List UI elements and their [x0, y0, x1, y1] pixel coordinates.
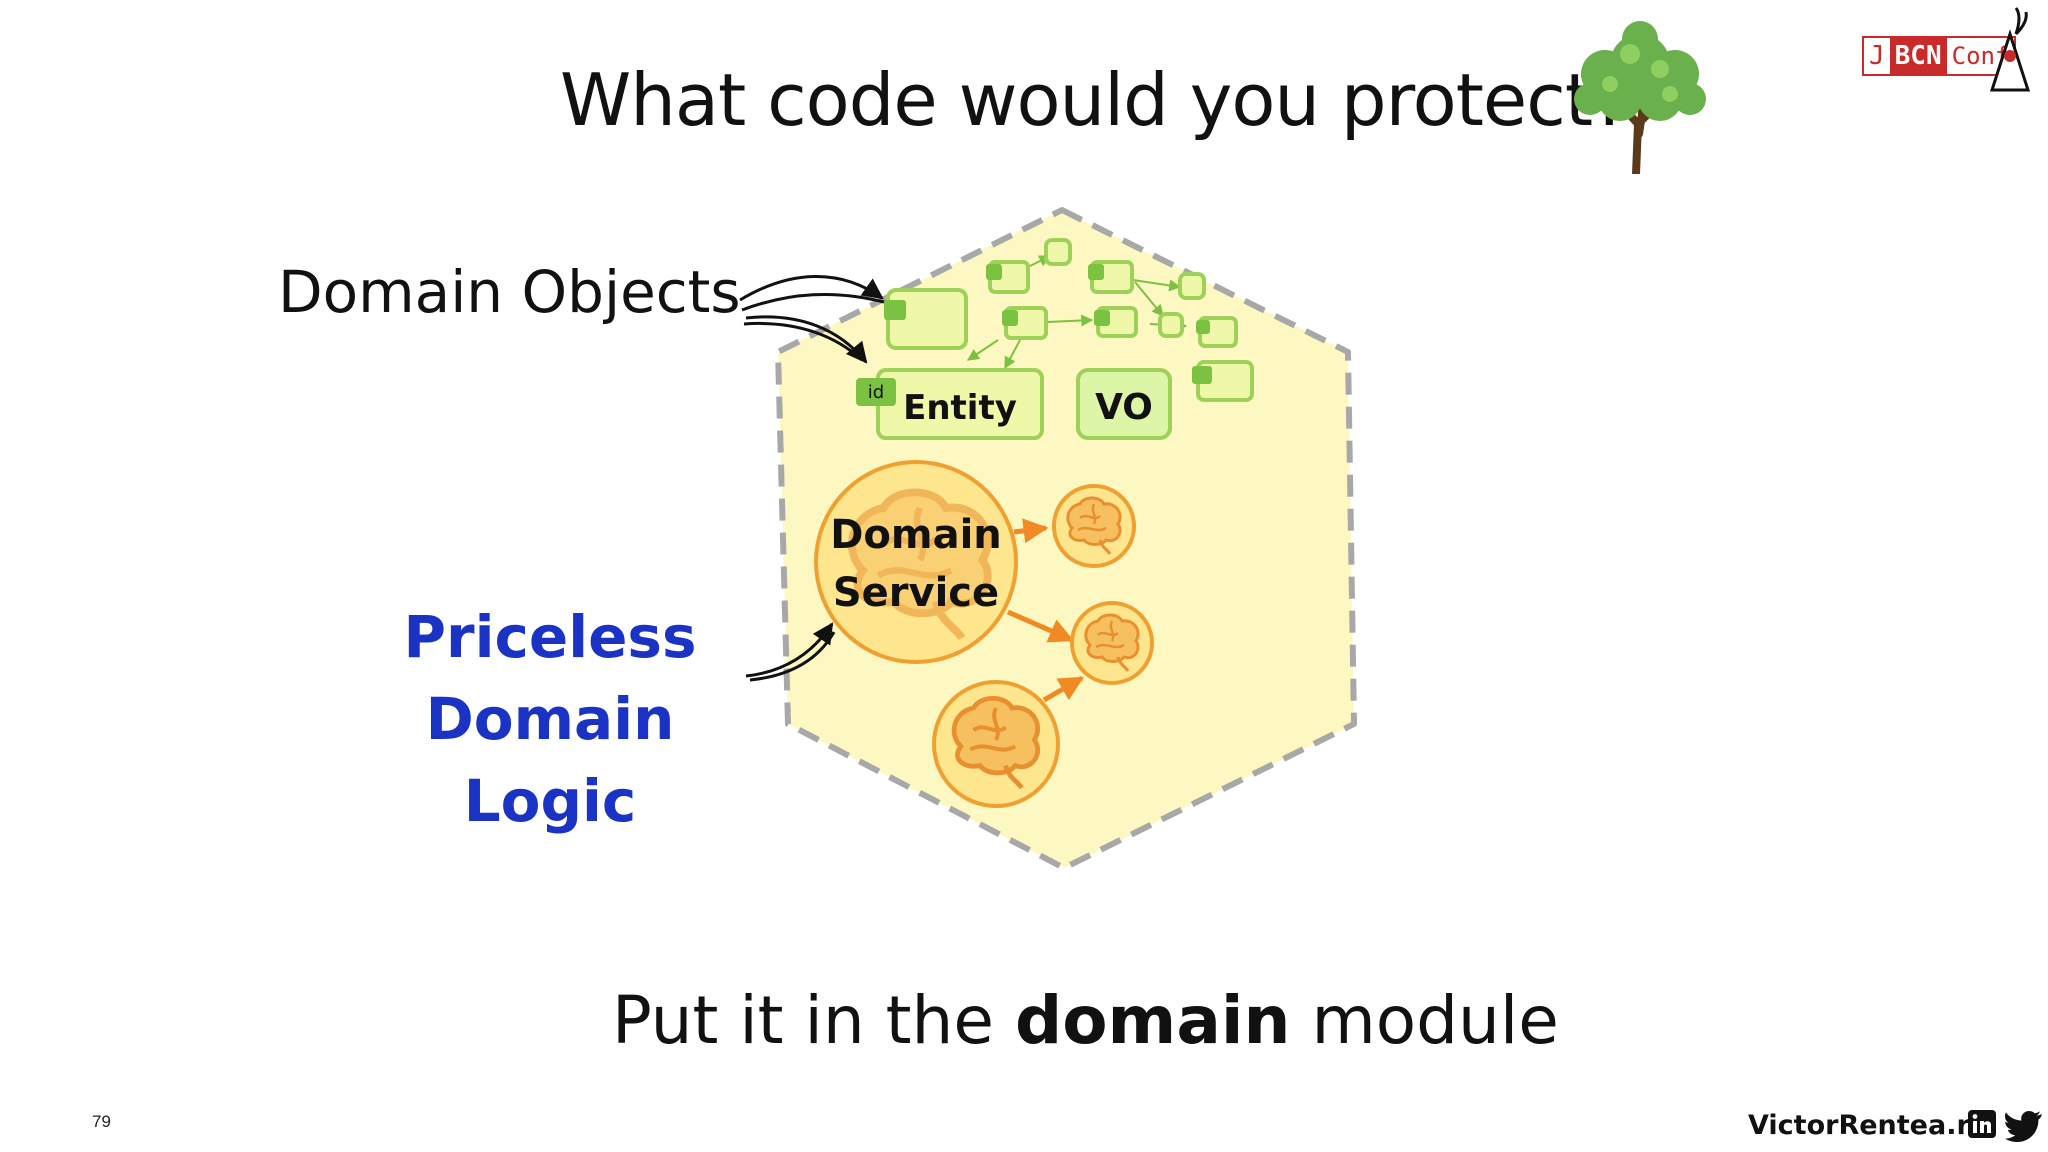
logic-arrow — [749, 631, 836, 682]
id-tag-label: id — [868, 382, 884, 403]
priceless-line1: Priceless — [403, 603, 697, 671]
domain-service-line1: Domain — [830, 512, 1002, 558]
value-object-box — [1076, 368, 1172, 440]
objects-arrow — [743, 321, 864, 362]
priceless-domain-logic-label: Priceless Domain Logic — [340, 596, 760, 842]
domain-objects-label: Domain Objects — [278, 258, 741, 326]
objects-arrow — [745, 315, 868, 364]
slide-number: 79 — [92, 1112, 111, 1131]
bottom-message: Put it in the domain module — [612, 982, 1559, 1059]
domain-object-box — [1158, 312, 1184, 338]
bottom-suffix: module — [1290, 982, 1559, 1059]
priceless-line2: Domain Logic — [425, 685, 675, 835]
brand-part-bcn: BCN — [1889, 38, 1947, 74]
footer-website: VictorRentea.ro — [1748, 1110, 1989, 1141]
duke-mascot-icon — [1989, 7, 2031, 92]
domain-object-box — [1044, 238, 1072, 266]
entity-label: Entity — [903, 388, 1017, 428]
objects-arrow — [741, 292, 885, 312]
logic-arrow — [745, 622, 834, 678]
bottom-prefix: Put it in the — [612, 982, 1015, 1059]
twitter-icon — [2005, 1111, 2042, 1142]
bottom-emphasis: domain — [1014, 982, 1291, 1059]
objects-arrow — [739, 275, 884, 302]
value-object-label: VO — [1095, 387, 1153, 428]
brand-part-j: J — [1869, 41, 1885, 71]
domain-service-line2: Service — [833, 570, 999, 616]
domain-object-box — [1178, 272, 1206, 300]
slide-title: What code would you protect? — [560, 58, 1630, 142]
tree-icon — [1574, 21, 1706, 174]
id-tag — [856, 378, 896, 406]
linkedin-icon — [1968, 1110, 1996, 1138]
